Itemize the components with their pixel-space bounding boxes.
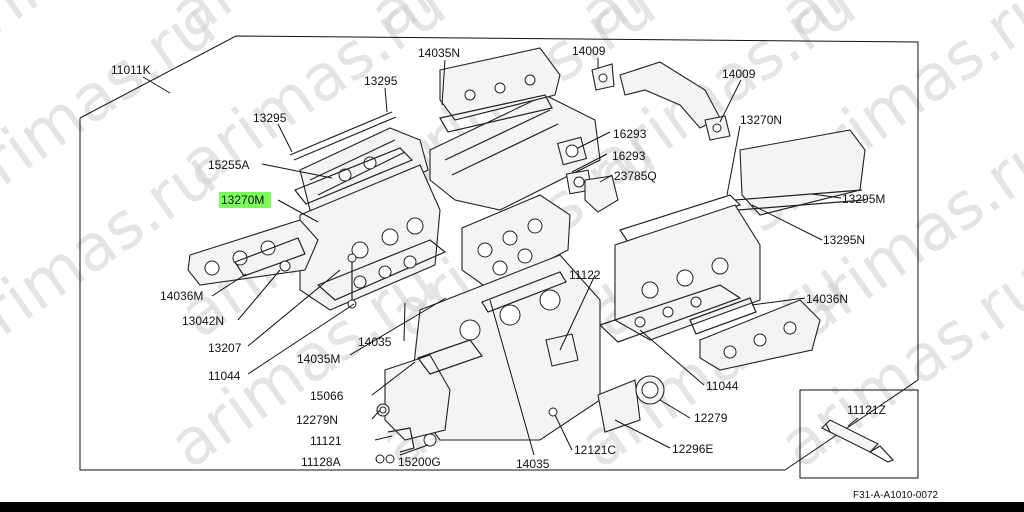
label-23785Q: 23785Q (614, 169, 657, 183)
air-duct (619, 61, 721, 129)
left-exhaust-gasket (234, 237, 306, 277)
label-14036N: 14036N (806, 292, 848, 306)
highlight-13270M (219, 192, 271, 208)
label-13270N: 13270N (740, 113, 782, 127)
left-rocker-gasket (289, 111, 414, 205)
oil-seal-12279N (376, 403, 390, 417)
bracket-23785Q (584, 175, 619, 213)
triangle-gasket-14009 (591, 63, 615, 91)
oil-pan-gasket (417, 339, 483, 375)
label-13270M: 13270M (221, 193, 264, 207)
pump-gasket-11121 (387, 427, 415, 453)
label-11044-a: 11044 (208, 369, 241, 383)
sealant-tube-icon (821, 419, 895, 463)
label-15255A: 15255A (208, 158, 249, 172)
block-gasket-14035 (481, 271, 567, 313)
gasket-12121C (548, 407, 558, 417)
rear-oil-seal-12279 (635, 375, 665, 405)
throttle-gasket (556, 136, 588, 166)
label-15200G: 15200G (398, 455, 441, 469)
label-13207: 13207 (208, 341, 242, 355)
label-13295M: 13295M (842, 192, 885, 206)
label-14036M: 14036M (160, 289, 203, 303)
label-14009-b: 14009 (722, 67, 756, 81)
label-14009-a: 14009 (572, 44, 606, 58)
right-head-gasket (598, 284, 742, 343)
label-11121Z: 11121Z (847, 403, 886, 417)
right-exhaust-manifold (699, 299, 821, 371)
label-16293-b: 16293 (612, 149, 646, 163)
front-cover (384, 354, 451, 441)
label-12121C: 12121C (574, 443, 616, 457)
part-labels: 11011K 14035N 14009 13295 14009 13295 13… (111, 44, 938, 501)
right-exhaust-gasket (689, 297, 757, 335)
label-13042N: 13042N (182, 314, 224, 328)
label-13295-b: 13295 (253, 111, 287, 125)
oil-filter-gasket (423, 433, 437, 447)
right-cylinder-head (614, 204, 761, 341)
left-head-gasket (316, 239, 447, 301)
label-13295-a: 13295 (364, 74, 398, 88)
label-16293-a: 16293 (613, 127, 647, 141)
label-12296E: 12296E (672, 442, 713, 456)
kit-label: 11011K (111, 63, 151, 77)
label-12279: 12279 (694, 411, 728, 425)
label-14035M: 14035M (297, 352, 340, 366)
label-14035-a: 14035 (358, 335, 392, 349)
timing-gasket-11122 (545, 333, 579, 367)
plenum-gasket-bottom (439, 94, 553, 133)
right-rocker-gasket (619, 194, 742, 243)
sealant-inset (799, 389, 919, 479)
label-15066: 15066 (310, 389, 344, 403)
label-11044-b: 11044 (706, 379, 739, 393)
label-13295N: 13295N (823, 233, 865, 247)
plenum-gasket-top (439, 47, 561, 121)
duct-gasket-14009 (704, 115, 731, 141)
label-11122: 11122 (569, 268, 601, 282)
washer-11128A (375, 454, 395, 464)
label-14035N: 14035N (418, 46, 460, 60)
upper-intake-plenum (429, 94, 601, 211)
label-12279N: 12279N (296, 413, 338, 427)
label-14035-b: 14035 (516, 457, 550, 471)
diagram-frame (79, 35, 919, 471)
bottom-bar (0, 502, 1024, 512)
label-11121: 11121 (310, 434, 342, 448)
valve-stem-seal (347, 253, 357, 309)
figure-code: F31-A-A1010-0072 (853, 490, 938, 501)
rear-seal-retainer (597, 379, 641, 433)
lower-intake-gasket (461, 194, 571, 291)
label-11128A: 11128A (301, 455, 341, 469)
leader-lines (142, 58, 859, 462)
